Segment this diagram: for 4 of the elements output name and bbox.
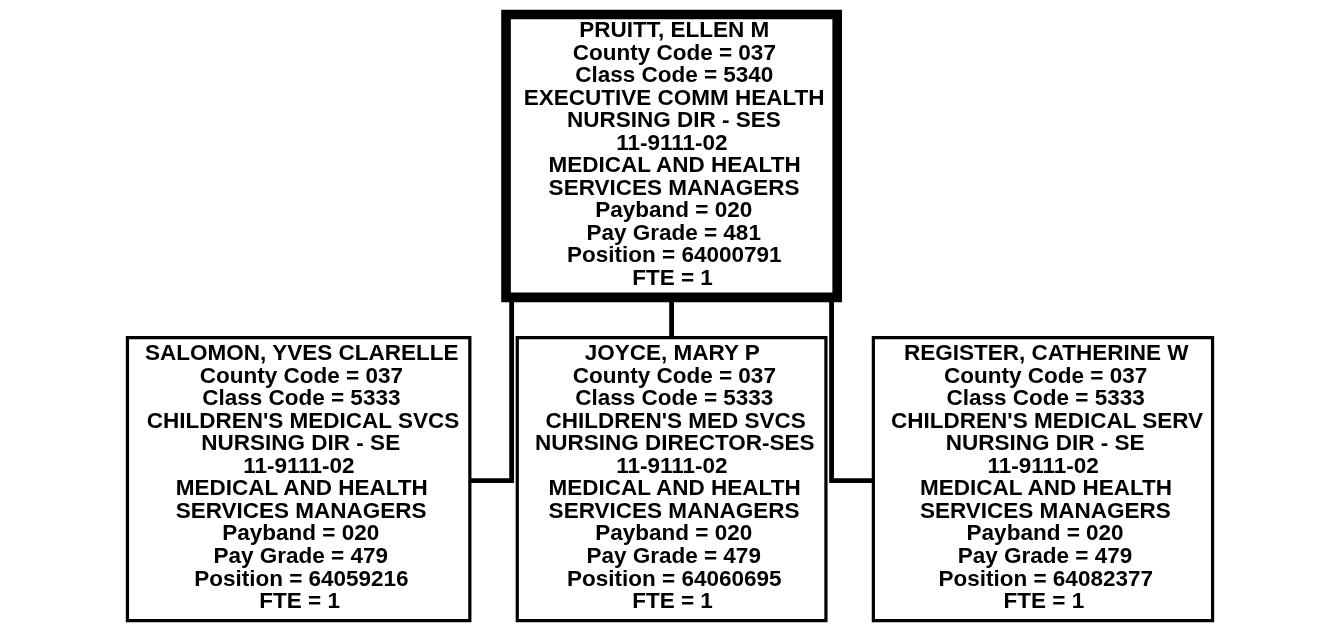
node-box: REGISTER, CATHERINE W County Code = 037 Class Code = 5333 CHILDREN'S MEDICAL SERV NURSING DIR - SE 11-9111-02 MEDICAL AND HEALTH SERVICES MANAGERS Payband = 020 Pay Grade = 479 Position = 64082377 FTE = 1 bbox=[871, 336, 1214, 623]
node-box: SALOMON, YVES CLARELLE County Code = 037 Class Code = 5333 CHILDREN'S MEDICAL SVCS NURSING DIR - SE 11-9111-02 MEDICAL AND HEALTH SERVICES MANAGERS Payband = 020 Pay Grade = 479 Position = 64059216 FTE = 1 bbox=[125, 336, 471, 623]
node-box: JOYCE, MARY P County Code = 037 Class Code = 5333 CHILDREN'S MED SVCS NURSING DIRECTOR-SES 11-9111-02 MEDICAL AND HEALTH SERVICES MANAGERS Payband = 020 Pay Grade = 479 Position = 64060695 FTE = 1 bbox=[515, 336, 828, 623]
node-box: PRUITT, ELLEN M County Code = 037 Class Code = 5340 EXECUTIVE COMM HEALTH NURSING DIR - SES 11-9111-02 MEDICAL AND HEALTH SERVICES MANAGERS Payband = 020 Pay Grade = 481 Position = 64000791 FTE = 1 bbox=[500, 9, 842, 303]
